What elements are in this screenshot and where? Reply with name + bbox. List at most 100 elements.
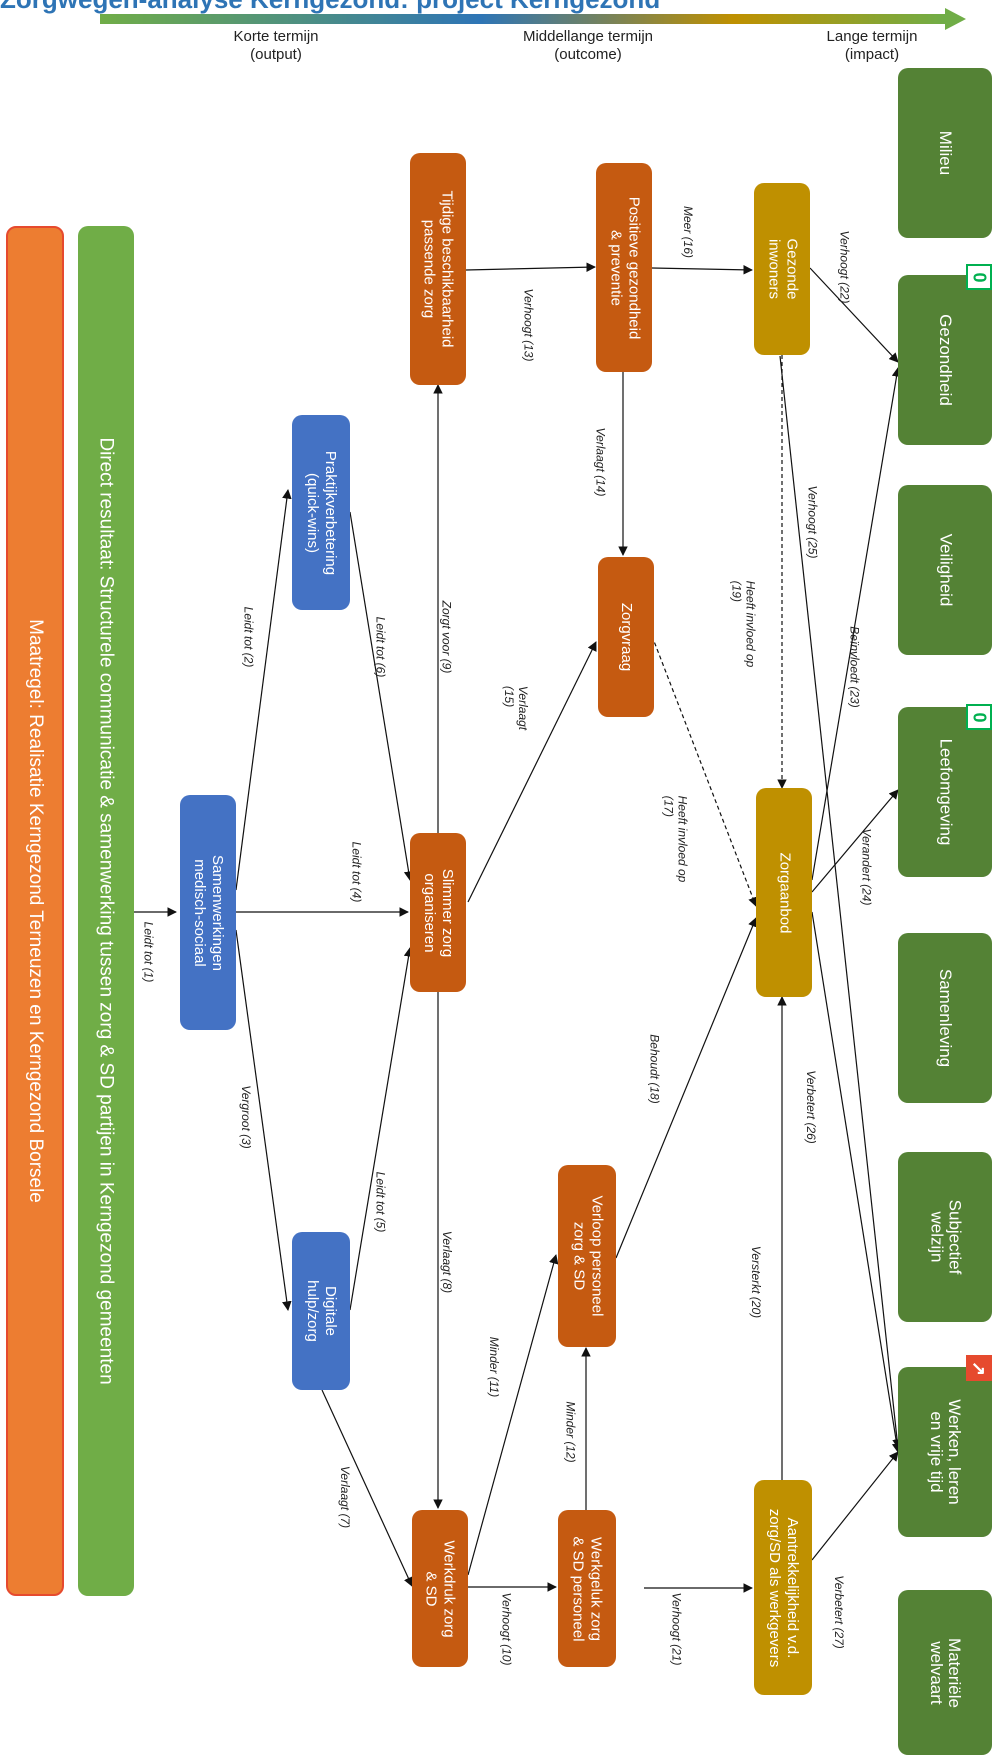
edge-23	[811, 367, 902, 881]
edge-label-4: Leidt tot (4)	[349, 841, 364, 903]
impact-gezondheid: Gezondheid	[898, 275, 992, 445]
edge-label-1: Leidt tot (1)	[141, 921, 156, 983]
timeline-mid-term: Middellange termijn (outcome)	[508, 28, 668, 64]
edge-label-2: Leidt tot (2)	[241, 606, 256, 668]
edge-label-12: Minder (12)	[563, 1401, 578, 1463]
edge-27	[811, 1451, 899, 1561]
edge-13	[465, 262, 596, 272]
node-samenwerkingen: Samenwerkingen medisch-sociaal	[180, 795, 236, 1030]
edge-7	[321, 1389, 413, 1587]
node-slimmer-zorg: Slimmer zorg organiseren	[410, 833, 466, 992]
node-praktijkverbetering: Praktijkverbetering (quick-wins)	[292, 415, 350, 610]
timeline-short-sub: (output)	[250, 46, 302, 63]
neutral-badge-leefomgeving-text: 0	[969, 711, 990, 723]
edge-label-5: Leidt tot (5)	[373, 1171, 388, 1233]
timeline-mid-sub: (outcome)	[554, 46, 622, 63]
edge-3	[235, 929, 292, 1311]
node-positieve-gezondheid-label: Positieve gezondheid & preventie	[607, 196, 643, 339]
edge-label-17: Heeft invloed op (17)	[661, 795, 690, 883]
edge-label-10: Verhoogt (10)	[499, 1592, 514, 1666]
node-zorgvraag: Zorgvraag	[598, 557, 654, 717]
impact-materiele-welvaart-label: Materiële welvaart	[926, 1637, 964, 1708]
result-bar: Direct resultaat: Structurele communicat…	[78, 226, 134, 1596]
edge-16	[651, 265, 753, 275]
edge-label-16: Meer (16)	[681, 205, 696, 259]
node-werkdruk-label: Werkdruk zorg & SD	[423, 1539, 459, 1638]
node-digitale-hulp: Digitale hulp/zorg	[292, 1232, 350, 1390]
node-werkdruk: Werkdruk zorg & SD	[412, 1510, 468, 1667]
node-gezonde-inwoners-label: Gezonde inwoners	[765, 238, 801, 300]
neutral-badge-leefomgeving: 0	[966, 704, 992, 730]
impact-leefomgeving-label: Leefomgeving	[936, 738, 955, 846]
node-aantrekkelijkheid: Aantrekkelijkheid v.d. zorg/SD als werkg…	[754, 1480, 812, 1695]
diagram-title: Zorgwegen-analyse Kerngezond: project Ke…	[0, 0, 660, 15]
neutral-badge-gezondheid-text: 0	[969, 271, 990, 283]
impact-subjectief-welzijn: Subjectief welzijn	[898, 1152, 992, 1322]
timeline-long-sub: (impact)	[844, 46, 900, 63]
edge-label-13: Verhoogt (13)	[521, 288, 536, 362]
neutral-badge-gezondheid: 0	[966, 264, 992, 290]
node-praktijkverbetering-label: Praktijkverbetering (quick-wins)	[304, 450, 339, 575]
result-bar-label: Direct resultaat: Structurele communicat…	[96, 437, 117, 1385]
node-zorgaanbod: Zorgaanbod	[756, 788, 812, 997]
edge-label-7: Verlaagt (7)	[338, 1465, 353, 1529]
node-gezonde-inwoners: Gezonde inwoners	[754, 183, 810, 355]
node-positieve-gezondheid: Positieve gezondheid & preventie	[596, 163, 652, 372]
measure-bar-label: Maatregel: Realisatie Kerngezond Terneuz…	[25, 619, 46, 1203]
node-zorgaanbod-label: Zorgaanbod	[776, 852, 793, 933]
edge-label-6: Leidt tot (6)	[373, 616, 388, 678]
edge-label-22: Verhoogt (22)	[837, 230, 852, 304]
node-digitale-hulp-label: Digitale hulp/zorg	[304, 1280, 339, 1342]
edge-label-8: Verlaagt (8)	[440, 1230, 455, 1294]
edge-label-25: Verhoogt (25)	[805, 485, 820, 559]
arrow-badge-werken: ↗	[966, 1355, 992, 1381]
edge-15	[467, 641, 597, 903]
impact-leefomgeving: Leefomgeving	[898, 707, 992, 877]
edge-25	[779, 355, 902, 1449]
impact-werken-leren-label: Werken, leren en vrije tijd	[927, 1399, 965, 1505]
impact-subjectief-welzijn-label: Subjectief welzijn	[926, 1199, 964, 1275]
edge-18	[615, 917, 758, 1259]
edge-label-27: Verbetert (27)	[831, 1575, 846, 1649]
impact-gezondheid-label: Gezondheid	[936, 314, 955, 406]
edge-6	[349, 511, 414, 881]
edge-label-20: Versterkt (20)	[749, 1245, 764, 1319]
impact-veiligheid: Veiligheid	[898, 485, 992, 655]
edge-24	[811, 789, 899, 893]
edge-17	[651, 635, 758, 907]
edge-label-23: Beïnvloedt (23)	[847, 626, 862, 708]
edge-label-24: Verandert (24)	[859, 828, 874, 906]
impact-samenleving-label: Samenleving	[936, 968, 955, 1068]
timeline-short-term: Korte termijn (output)	[196, 28, 356, 64]
impact-milieu: Milieu	[898, 68, 992, 238]
edge-label-21: Verhoogt (21)	[669, 1592, 684, 1666]
node-slimmer-zorg-label: Slimmer zorg organiseren	[421, 868, 457, 957]
edge-label-14: Verlaagt (14)	[593, 427, 608, 497]
edge-label-3: Vergroot (3)	[238, 1085, 253, 1149]
node-zorgvraag-label: Zorgvraag	[618, 602, 635, 672]
node-samenwerkingen-label: Samenwerkingen medisch-sociaal	[191, 854, 226, 971]
timeline-arrow	[100, 8, 966, 30]
node-tijdige-beschikbaarheid-label: Tijdige beschikbaarheid passende zorg	[421, 190, 457, 348]
arrow-badge-werken-text: ↗	[969, 1360, 990, 1376]
edge-label-26: Verbetert (26)	[803, 1070, 818, 1144]
node-aantrekkelijkheid-label: Aantrekkelijkheid v.d. zorg/SD als werkg…	[766, 1508, 802, 1667]
impact-veiligheid-label: Veiligheid	[936, 533, 955, 607]
impact-werken-leren: Werken, leren en vrije tijd	[898, 1367, 992, 1537]
node-verloop-personeel: Verloop personeel zorg & SD	[558, 1165, 616, 1347]
impact-milieu-label: Milieu	[936, 130, 955, 176]
edge-label-19: Heeft invloed op (19)	[729, 580, 758, 668]
timeline-mid-title: Middellange termijn	[522, 28, 654, 45]
edge-label-9: Zorgt voor (9)	[439, 600, 454, 674]
edge-label-11: Minder (11)	[487, 1336, 502, 1398]
edge-label-18: Behoudt (18)	[647, 1034, 662, 1104]
node-werkgeluk-label: Werkgeluk zorg & SD personeel	[570, 1535, 605, 1642]
edge-5	[349, 947, 414, 1311]
node-werkgeluk: Werkgeluk zorg & SD personeel	[558, 1510, 616, 1667]
timeline-long-term: Lange termijn (impact)	[792, 28, 952, 64]
impact-materiele-welvaart: Materiële welvaart	[898, 1590, 992, 1755]
node-tijdige-beschikbaarheid: Tijdige beschikbaarheid passende zorg	[410, 153, 466, 385]
edge-11	[467, 1254, 559, 1576]
edge-26	[811, 911, 902, 1453]
